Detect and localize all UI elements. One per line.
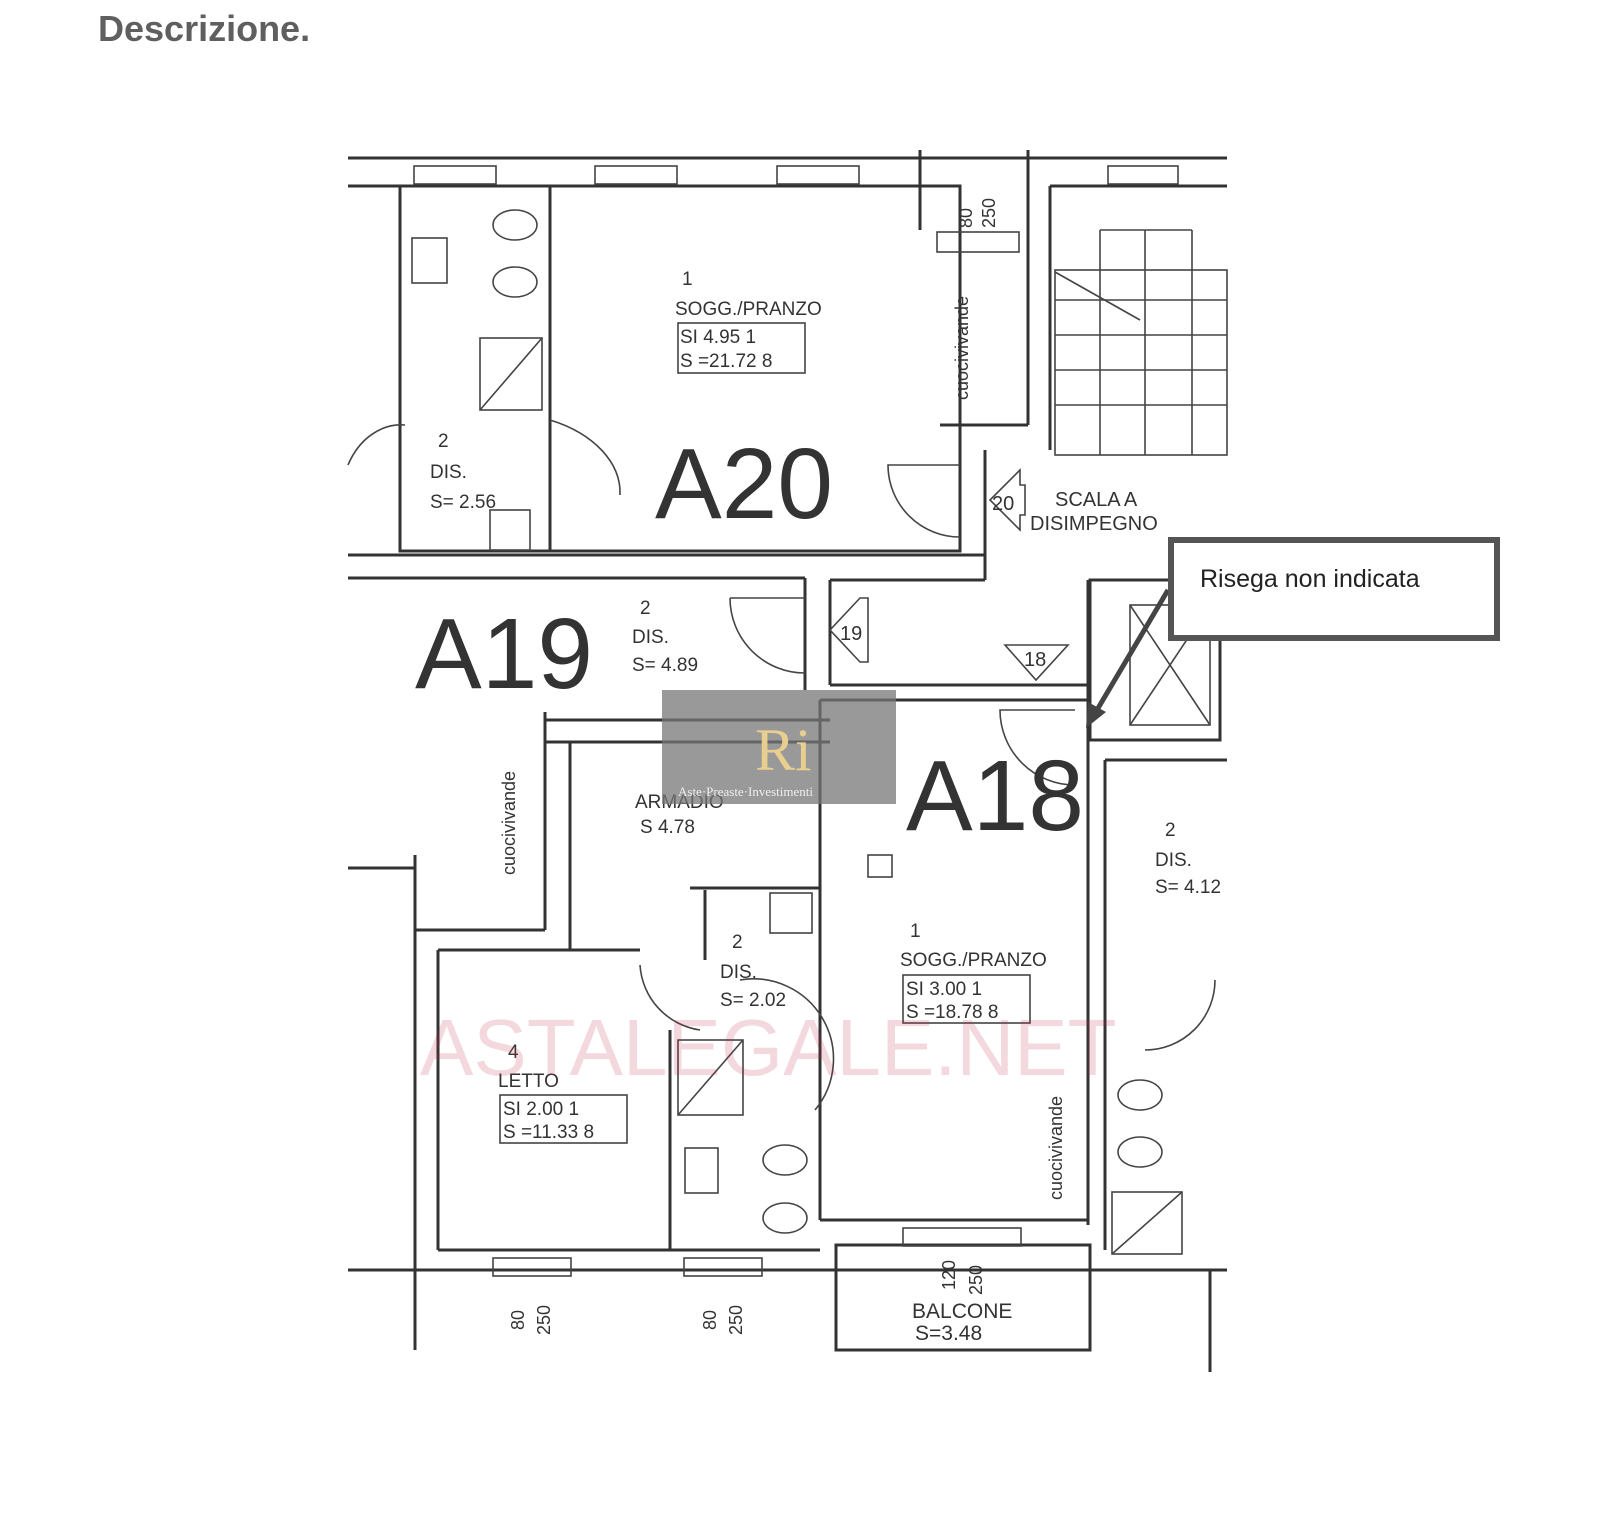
room-name: DIS.	[720, 962, 757, 983]
room-a20-dis: 2 DIS. S= 2.56	[430, 431, 496, 513]
stairs	[1054, 229, 1228, 456]
doors	[347, 209, 1216, 1255]
callout-arrow	[1086, 588, 1171, 728]
window-dim: 250	[979, 198, 999, 228]
room-a18-living: 1 SOGG./PRANZO SI 3.00 1 S =18.78 8	[900, 921, 1047, 1023]
room-area: S= 2.02	[720, 990, 786, 1011]
unit-label-a19: A19	[415, 598, 593, 710]
room-area: S =18.78 8	[906, 1002, 998, 1023]
room-a19-dis: 2 DIS. S= 4.89	[632, 598, 698, 676]
logo-tagline: Aste·Preaste·Investimenti	[678, 784, 813, 799]
logo-watermark: Ri Aste·Preaste·Investimenti	[662, 690, 896, 804]
room-name: SOGG./PRANZO	[900, 950, 1047, 971]
window-dim: 80	[700, 1310, 720, 1330]
unit-label-a20: A20	[655, 428, 833, 540]
section-heading: Descrizione.	[98, 8, 311, 49]
svg-text:Ri: Ri	[755, 717, 812, 783]
unit-label-a18: A18	[906, 740, 1084, 852]
room-name: SOGG./PRANZO	[675, 299, 822, 320]
room-name: BALCONE	[912, 1300, 1012, 1323]
astalegale-watermark: ASTALEGALE.NET	[420, 1003, 1117, 1092]
room-a20-living: 1 SOGG./PRANZO SI 4.95 1 S =21.72 8	[675, 269, 822, 372]
room-number: 2	[1165, 820, 1176, 841]
stair-label: SCALA A DISIMPEGNO	[1030, 489, 1158, 535]
door-tags: 20 19 18	[828, 468, 1070, 682]
room-name: LETTO	[498, 1071, 559, 1092]
room-balcone: BALCONE S=3.48	[912, 1300, 1012, 1345]
room-number: 4	[508, 1042, 519, 1063]
room-height: SI 4.95 1	[680, 327, 756, 348]
room-height: SI 2.00 1	[503, 1099, 579, 1120]
window-dim: 80	[956, 208, 976, 228]
window-dim: 80	[508, 1310, 528, 1330]
walls	[348, 150, 1227, 1372]
room-right-dis: 2 DIS. S= 4.12	[1155, 820, 1221, 898]
room-area: S =11.33 8	[503, 1122, 594, 1143]
window-dim: 250	[966, 1265, 986, 1295]
kitchenette-label: cuocivivande	[1046, 1096, 1066, 1200]
windows	[413, 165, 1179, 1277]
door-tag-19: 19	[840, 623, 862, 645]
door-tag-18: 18	[1024, 649, 1046, 671]
window-dim: 250	[726, 1305, 746, 1335]
callout-text: Risega non indicata	[1200, 565, 1420, 593]
stair-label-line2: DISIMPEGNO	[1030, 513, 1158, 535]
room-number: 2	[732, 932, 743, 953]
room-area: S=3.48	[915, 1322, 982, 1345]
room-area: S 4.78	[640, 817, 695, 838]
room-name: DIS.	[1155, 850, 1192, 871]
room-area: S= 2.56	[430, 492, 496, 513]
room-number: 2	[640, 598, 651, 619]
window-dim: 250	[534, 1305, 554, 1335]
room-number: 1	[682, 269, 693, 290]
window-dimensions: 80 250 80 250 80 250 120 250	[508, 198, 999, 1335]
door-tag-20: 20	[992, 493, 1014, 515]
kitchenette-label: cuocivivande	[499, 771, 519, 875]
room-letto: 4 LETTO SI 2.00 1 S =11.33 8	[498, 1042, 594, 1143]
watermark-text: ASTALEGALE.NET	[420, 1003, 1117, 1092]
room-area: S =21.72 8	[680, 351, 772, 372]
room-number: 1	[910, 921, 921, 942]
room-name: DIS.	[430, 462, 467, 483]
room-number: 2	[438, 431, 449, 452]
room-a18-dis: 2 DIS. S= 2.02	[720, 932, 786, 1011]
stair-label-line1: SCALA A	[1055, 489, 1138, 511]
room-area: S= 4.12	[1155, 877, 1221, 898]
annotation-callout: Risega non indicata	[1168, 537, 1500, 641]
room-name: DIS.	[632, 627, 669, 648]
kitchenette-label: cuocivivande	[952, 296, 972, 400]
room-area: S= 4.89	[632, 655, 698, 676]
window-dim: 120	[939, 1260, 959, 1290]
room-height: SI 3.00 1	[906, 979, 982, 1000]
